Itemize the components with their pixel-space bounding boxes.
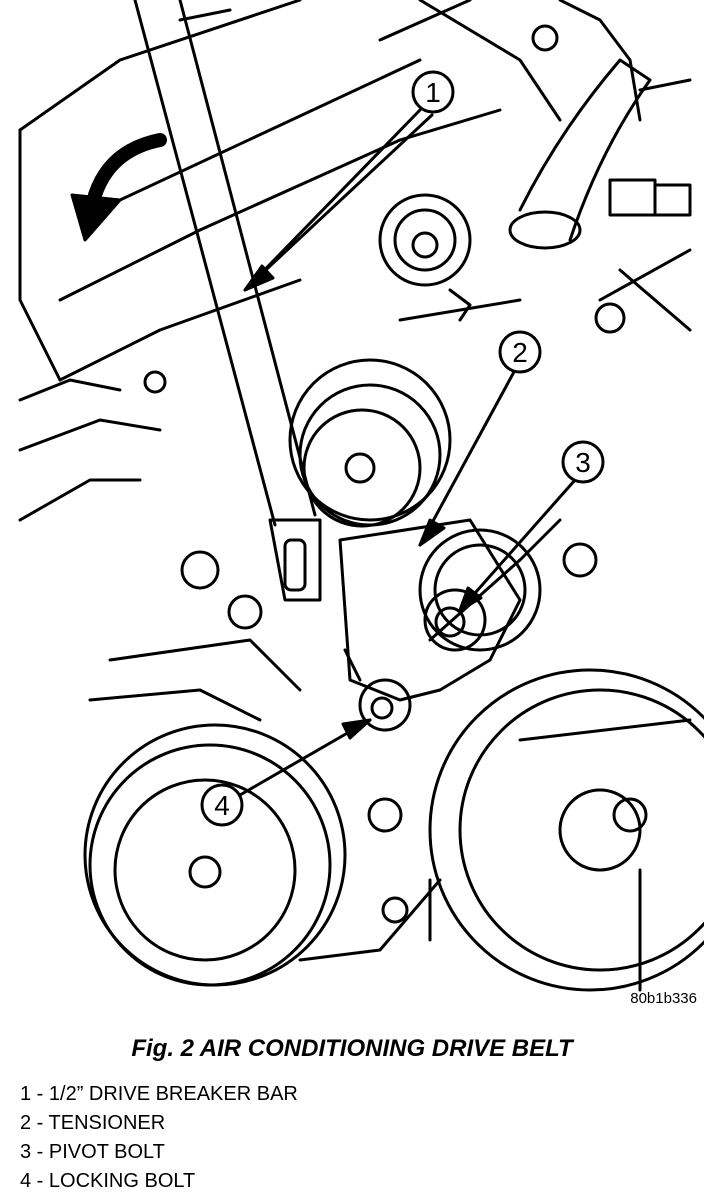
callout-3: 3 <box>561 440 605 484</box>
legend-item: 3 - PIVOT BOLT <box>20 1141 165 1163</box>
legend-list: 1 - 1/2” DRIVE BREAKER BAR 2 - TENSIONER… <box>20 1080 298 1196</box>
callout-1-number: 1 <box>425 77 441 108</box>
breaker-bar <box>133 0 322 602</box>
rotation-arrow-icon <box>70 133 167 242</box>
callout-leaders <box>238 108 577 797</box>
crankshaft-pulley <box>428 668 704 992</box>
engine-block-outline <box>18 0 692 962</box>
engine-line-drawing: 1 2 3 4 <box>18 0 704 992</box>
callout-2-number: 2 <box>512 337 528 368</box>
figure-caption: Fig. 2 AIR CONDITIONING DRIVE BELT <box>131 1035 573 1062</box>
callout-2: 2 <box>498 330 542 374</box>
small-pulley <box>418 528 542 652</box>
coolant-hose <box>508 58 692 250</box>
lower-left-pulley <box>83 723 347 987</box>
callout-4: 4 <box>200 783 244 827</box>
legend-item: 1 - 1/2” DRIVE BREAKER BAR <box>20 1083 298 1105</box>
callout-4-number: 4 <box>214 790 230 821</box>
callout-3-number: 3 <box>575 447 591 478</box>
misc-bolts <box>143 24 626 924</box>
tensioner-pulley <box>288 358 522 702</box>
figure-code: 80b1b336 <box>630 990 697 1007</box>
legend-item: 2 - TENSIONER <box>20 1112 166 1134</box>
upper-idler-pulley <box>378 193 472 322</box>
callout-1: 1 <box>411 70 455 114</box>
legend-item: 4 - LOCKING BOLT <box>20 1170 196 1192</box>
locking-bolt <box>343 648 412 732</box>
